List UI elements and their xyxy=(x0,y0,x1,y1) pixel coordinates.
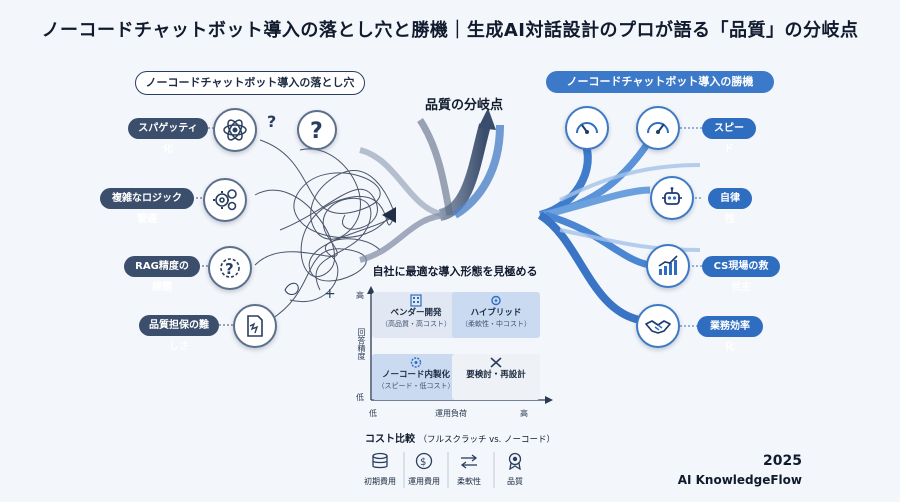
y-axis-label: 回答精度 xyxy=(357,328,366,360)
speedometer-icon xyxy=(636,106,680,150)
svg-text:?: ? xyxy=(225,260,234,278)
torn-document-icon xyxy=(233,304,277,348)
coins-icon xyxy=(372,452,388,469)
handshake-icon xyxy=(636,304,680,348)
opportunity-pill-autonomy: 自律性 xyxy=(708,188,752,225)
matrix-title: 自社に最適な導入形態を見極める xyxy=(372,265,538,278)
page-title: ノーコードチャットボット導入の落とし穴と勝機｜生成AI対話設計のプロが語る「品質… xyxy=(41,20,859,41)
fork-label: 品質の分岐点 xyxy=(425,98,504,113)
growth-chart-icon xyxy=(646,244,690,288)
opportunity-pill-efficiency: 業務効率化 xyxy=(697,316,763,353)
quadrant-vendor: ベンダー開発 （高品質・高コスト） xyxy=(372,292,460,338)
gauge-icon xyxy=(565,106,609,150)
quadrant-vendor-sub: （高品質・高コスト） xyxy=(381,320,451,328)
quadrant-hybrid: ハイブリッド （柔軟性・中コスト） xyxy=(452,292,540,338)
tangled-lines xyxy=(254,139,396,321)
brand-name: AI KnowledgeFlow xyxy=(677,473,802,487)
cost-label-quality: 品質 xyxy=(507,477,523,486)
quadrant-nocode-sub: （スピード・低コスト） xyxy=(377,382,455,390)
tools-icon xyxy=(490,357,502,368)
tangled-atom-icon xyxy=(213,108,257,152)
svg-text:$: $ xyxy=(420,457,426,468)
building-icon xyxy=(410,294,422,307)
cost-label-flexibility: 柔軟性 xyxy=(457,477,481,486)
x-axis-high: 高 xyxy=(520,409,528,418)
question-gear-icon: ? xyxy=(208,246,252,290)
brand-year: 2025 xyxy=(763,453,802,469)
question-icon: ? xyxy=(297,110,337,150)
cost-item-initial xyxy=(370,452,390,474)
quadrant-hybrid-sub: （柔軟性・中コスト） xyxy=(461,320,531,328)
cost-item-flexibility xyxy=(459,452,479,474)
cost-label-initial: 初期費用 xyxy=(364,477,396,486)
quadrant-hybrid-label: ハイブリッド xyxy=(470,308,522,318)
svg-text:?: ? xyxy=(310,119,323,142)
svg-text:?: ? xyxy=(267,112,276,131)
left-section-header: ノーコードチャットボット導入の落とし穴 xyxy=(135,71,365,95)
y-axis-low: 低 xyxy=(356,393,364,402)
cost-label-operation: 運用費用 xyxy=(408,477,440,486)
quadrant-nocode: ノーコード内製化 （スピード・低コスト） xyxy=(372,354,460,400)
pitfall-pill-quality: 品質担保の難しさ xyxy=(139,315,219,352)
quadrant-rethink: 要検討・再設計 xyxy=(452,354,540,400)
cost-subtitle: （フルスクラッチ vs. ノーコード） xyxy=(418,435,556,445)
gear-icon xyxy=(410,357,422,368)
svg-text:+: + xyxy=(324,286,336,302)
matrix-axes xyxy=(367,286,553,404)
pitfall-pill-rag: RAG精度の課題 xyxy=(124,256,200,293)
cost-title: コスト比較 （フルスクラッチ vs. ノーコード） xyxy=(365,434,556,445)
opportunity-pill-cs: CS現場の救世主 xyxy=(702,256,780,293)
x-axis-label: 運用負荷 xyxy=(435,409,467,418)
x-axis-low: 低 xyxy=(369,409,377,418)
gear-link-icon xyxy=(491,295,501,306)
right-section-header: ノーコードチャットボット導入の勝機 xyxy=(546,71,774,93)
quadrant-nocode-label: ノーコード内製化 xyxy=(381,370,450,380)
pitfall-pill-logic: 複雑なロジック管理 xyxy=(100,188,194,225)
quadrant-rethink-label: 要検討・再設計 xyxy=(466,370,526,380)
y-axis-high: 高 xyxy=(356,291,364,300)
pitfall-pill-spaghetti: スパゲッティ化 xyxy=(128,118,208,155)
swap-arrows-icon xyxy=(460,454,478,469)
opportunity-pill-speed: スピード xyxy=(702,118,756,155)
gears-icon xyxy=(203,178,247,222)
cost-item-operation: $ xyxy=(414,452,434,474)
award-icon xyxy=(508,452,522,471)
robot-icon xyxy=(650,176,694,220)
quadrant-vendor-label: ベンダー開発 xyxy=(390,308,442,318)
money-cycle-icon: $ xyxy=(415,452,433,470)
cost-item-quality xyxy=(505,452,525,474)
